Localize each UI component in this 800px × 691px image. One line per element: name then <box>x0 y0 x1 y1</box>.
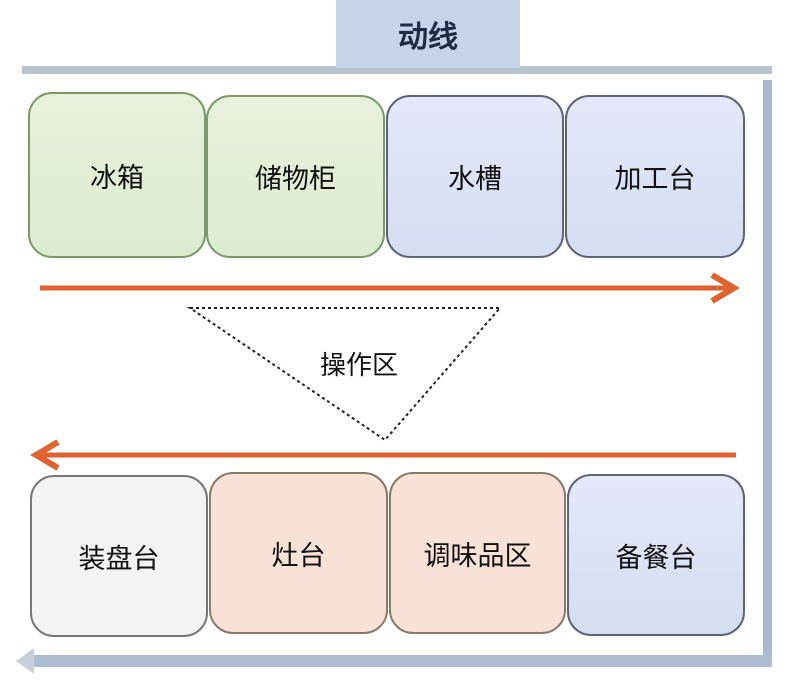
bottom-box-serving: 备餐台 <box>567 474 745 636</box>
bottom-box-stove: 灶台 <box>209 472 388 634</box>
top-box-cabinet: 储物柜 <box>206 95 385 258</box>
work-zone-triangle <box>186 307 503 442</box>
title-tab: 动线 <box>336 0 520 68</box>
flow-arrow-left <box>30 439 736 471</box>
bottom-frame-arrow <box>16 648 772 674</box>
top-box-fridge: 冰箱 <box>28 92 206 258</box>
bottom-box-plating: 装盘台 <box>30 475 208 637</box>
top-box-prep: 加工台 <box>565 95 745 258</box>
work-zone-label: 操作区 <box>320 351 399 381</box>
top-box-sink: 水槽 <box>386 95 564 258</box>
flow-arrow-right <box>40 272 740 304</box>
bottom-box-seasoning: 调味品区 <box>389 472 566 634</box>
right-frame-bar <box>763 80 772 665</box>
top-frame-bar <box>22 66 772 74</box>
